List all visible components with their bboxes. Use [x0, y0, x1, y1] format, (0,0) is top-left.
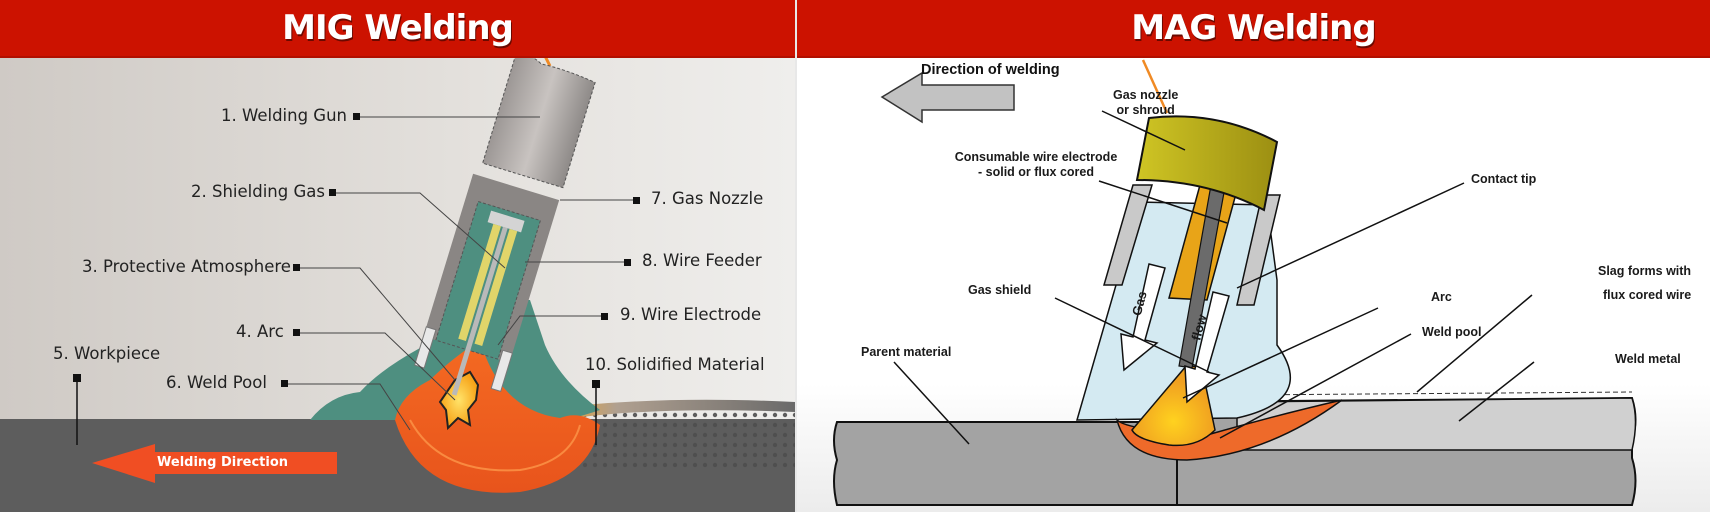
mag-header: MAG Welding: [797, 0, 1710, 58]
welding-direction-arrow: [92, 444, 337, 483]
label-consumable-wire: Consumable wire electrode - solid or flu…: [931, 150, 1141, 180]
mag-title: MAG Welding: [1131, 8, 1376, 48]
mig-welding-panel: MIG Welding 1. Welding Gun 2. Shielding …: [0, 0, 795, 512]
label-slag-line1: Slag forms with: [1598, 264, 1692, 278]
mig-header: MIG Welding: [0, 0, 795, 58]
welding-direction-label: Welding Direction: [157, 455, 289, 470]
direction-of-welding-arrow: [880, 71, 1015, 124]
mig-diagram-illustration: [0, 54, 795, 512]
label-consumable-line1: Consumable wire electrode: [954, 150, 1118, 164]
label-protective-atmosphere: 3. Protective Atmosphere: [82, 257, 291, 276]
label-parent-material: Parent material: [861, 345, 952, 359]
label-solidified-material: 10. Solidified Material: [585, 355, 765, 374]
mag-welding-panel: MAG Welding Direction of welding Gas noz…: [797, 0, 1710, 512]
label-arc: 4. Arc: [236, 322, 284, 341]
label-gas-nozzle-line2: or shroud: [1116, 103, 1175, 117]
label-gas-nozzle: 7. Gas Nozzle: [651, 189, 764, 208]
label-wire-feeder: 8. Wire Feeder: [642, 251, 762, 270]
label-arc: Arc: [1431, 290, 1452, 304]
label-weld-pool: 6. Weld Pool: [166, 373, 267, 392]
mag-diagram-illustration: [833, 59, 1637, 506]
label-weld-pool: Weld pool: [1422, 325, 1482, 339]
label-workpiece: 5. Workpiece: [53, 344, 161, 363]
label-gas-shield: Gas shield: [968, 283, 1032, 297]
label-wire-electrode: 9. Wire Electrode: [620, 305, 762, 324]
panel-divider: [795, 0, 797, 512]
label-consumable-line2: - solid or flux cored: [978, 165, 1094, 179]
label-welding-gun: 1. Welding Gun: [221, 106, 348, 125]
mig-title: MIG Welding: [282, 8, 514, 48]
direction-of-welding-label: Direction of welding: [921, 62, 1060, 78]
label-contact-tip: Contact tip: [1471, 172, 1537, 186]
label-shielding-gas: 2. Shielding Gas: [191, 182, 325, 201]
label-gas-nozzle-line1: Gas nozzle: [1113, 88, 1179, 102]
label-weld-metal: Weld metal: [1615, 352, 1681, 366]
label-gas-nozzle: Gas nozzle or shroud: [1113, 88, 1178, 118]
label-slag-line2: flux cored wire: [1603, 288, 1692, 302]
